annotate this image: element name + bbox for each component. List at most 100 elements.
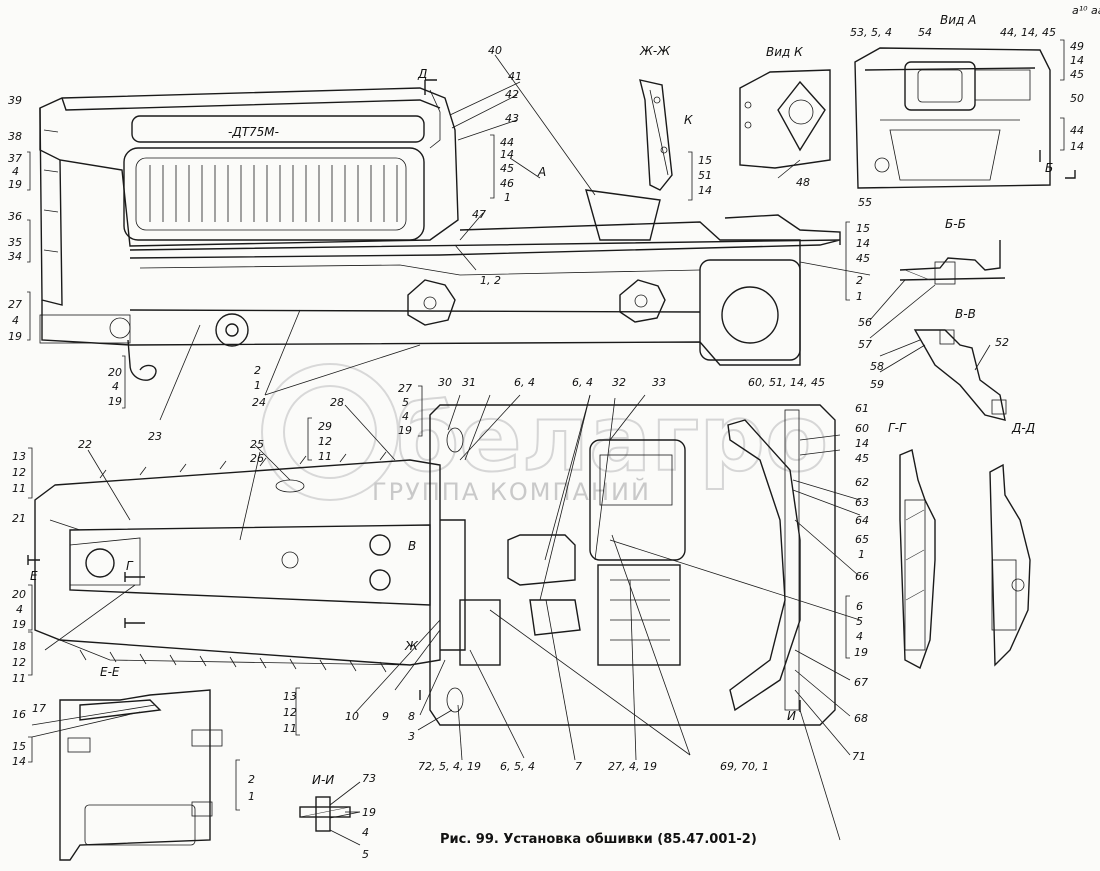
section-v-label: В (408, 539, 416, 553)
part-labels: 39 38 37 4 19 36 35 34 27 4 19 20 4 19 2… (8, 26, 1084, 861)
label: 14 (1070, 54, 1084, 67)
label: 25 (250, 438, 264, 451)
label: 12 (12, 466, 26, 479)
label: 43 (505, 112, 519, 125)
label: 4 (402, 410, 409, 423)
label: 57 (858, 338, 872, 351)
label: 5 (362, 848, 369, 861)
title-d-d: Д-Д (1011, 421, 1035, 435)
label: 14 (856, 237, 870, 250)
label: 2 (248, 773, 255, 786)
label: 36 (8, 210, 22, 223)
label: 11 (12, 672, 26, 685)
label: 1 (248, 790, 255, 803)
label: 4 (16, 603, 23, 616)
label: 16 (12, 708, 26, 721)
label: 49 (1070, 40, 1084, 53)
label: 30 (438, 376, 452, 389)
label: 68 (854, 712, 868, 725)
label: 66 (855, 570, 869, 583)
label: 69, 70, 1 (720, 760, 769, 773)
label: 19 (108, 395, 122, 408)
label: 24 (252, 396, 266, 409)
label: 15 (698, 154, 712, 167)
label: 72, 5, 4, 19 (418, 760, 481, 773)
label: 51 (698, 169, 712, 182)
section-i-i (299, 796, 351, 832)
label: 15 (12, 740, 26, 753)
label: 17 (32, 702, 46, 715)
label: 26 (250, 452, 264, 465)
section-d-label: Д (417, 67, 427, 81)
tractor-side-view: -ДТ75М- (39, 79, 841, 381)
label: 32 (612, 376, 626, 389)
section-e-label: Е (30, 569, 38, 583)
label: 5 (402, 396, 409, 409)
label: 31 (462, 376, 476, 389)
label: 1 (504, 191, 511, 204)
label: 55 (858, 196, 872, 209)
label: 46 (500, 177, 514, 190)
label: 10 (345, 710, 359, 723)
section-g-g (899, 449, 936, 669)
label: 28 (330, 396, 344, 409)
label: 45 (1070, 68, 1084, 81)
section-zh-zh (639, 79, 673, 191)
figure-caption: Рис. 99. Установка обшивки (85.47.001-2) (440, 832, 757, 847)
label: 4 (12, 314, 19, 327)
label: 23 (148, 430, 162, 443)
label: 40 (488, 44, 502, 57)
label: 58 (870, 360, 884, 373)
label: 39 (8, 94, 22, 107)
label: 13 (283, 690, 297, 703)
label: 22 (78, 438, 92, 451)
section-g-label: Г (126, 559, 134, 573)
label: 45 (500, 162, 514, 175)
title-i-i: И-И (312, 773, 334, 787)
label: 27, 4, 19 (608, 760, 657, 773)
label: 29 (318, 420, 332, 433)
title-v-v: В-В (955, 307, 976, 321)
label: 14 (12, 755, 26, 768)
label: 44 (500, 136, 514, 149)
label: 11 (283, 722, 297, 735)
label: 41 (508, 70, 522, 83)
label: 8 (408, 710, 415, 723)
label: 59 (870, 378, 884, 391)
group-brackets (27, 39, 1065, 811)
arrow-k-label: К (684, 113, 693, 127)
label: 45 (856, 252, 870, 265)
label: 19 (8, 178, 22, 191)
section-zh-label: Ж (404, 639, 419, 653)
label: 1 (858, 548, 865, 561)
label: 14 (500, 148, 514, 161)
label: 64 (855, 514, 869, 527)
label: 1 (254, 379, 261, 392)
label: 4 (12, 165, 19, 178)
label: 42 (505, 88, 519, 101)
label: 1, 2 (480, 274, 501, 287)
label: 6, 5, 4 (500, 760, 535, 773)
label: 6 (856, 600, 863, 613)
title-e-e: Е-Е (100, 665, 120, 679)
arrow-a-label: A (537, 165, 546, 179)
label: 71 (852, 750, 866, 763)
hood-text: -ДТ75М- (228, 125, 279, 139)
label: 38 (8, 130, 22, 143)
label: 54 (918, 26, 932, 39)
label: 7 (575, 760, 582, 773)
label: 2 (856, 274, 863, 287)
label: 63 (855, 496, 869, 509)
label: 47 (472, 208, 486, 221)
label: 73 (362, 772, 376, 785)
label: 33 (652, 376, 666, 389)
label: 50 (1070, 92, 1084, 105)
label: 4 (362, 826, 369, 839)
section-d-d (989, 463, 1031, 667)
label: 2 (254, 364, 261, 377)
label: 6, 4 (514, 376, 535, 389)
title-b-b: Б-Б (945, 217, 966, 231)
label: 18 (12, 640, 26, 653)
label: 9 (382, 710, 389, 723)
